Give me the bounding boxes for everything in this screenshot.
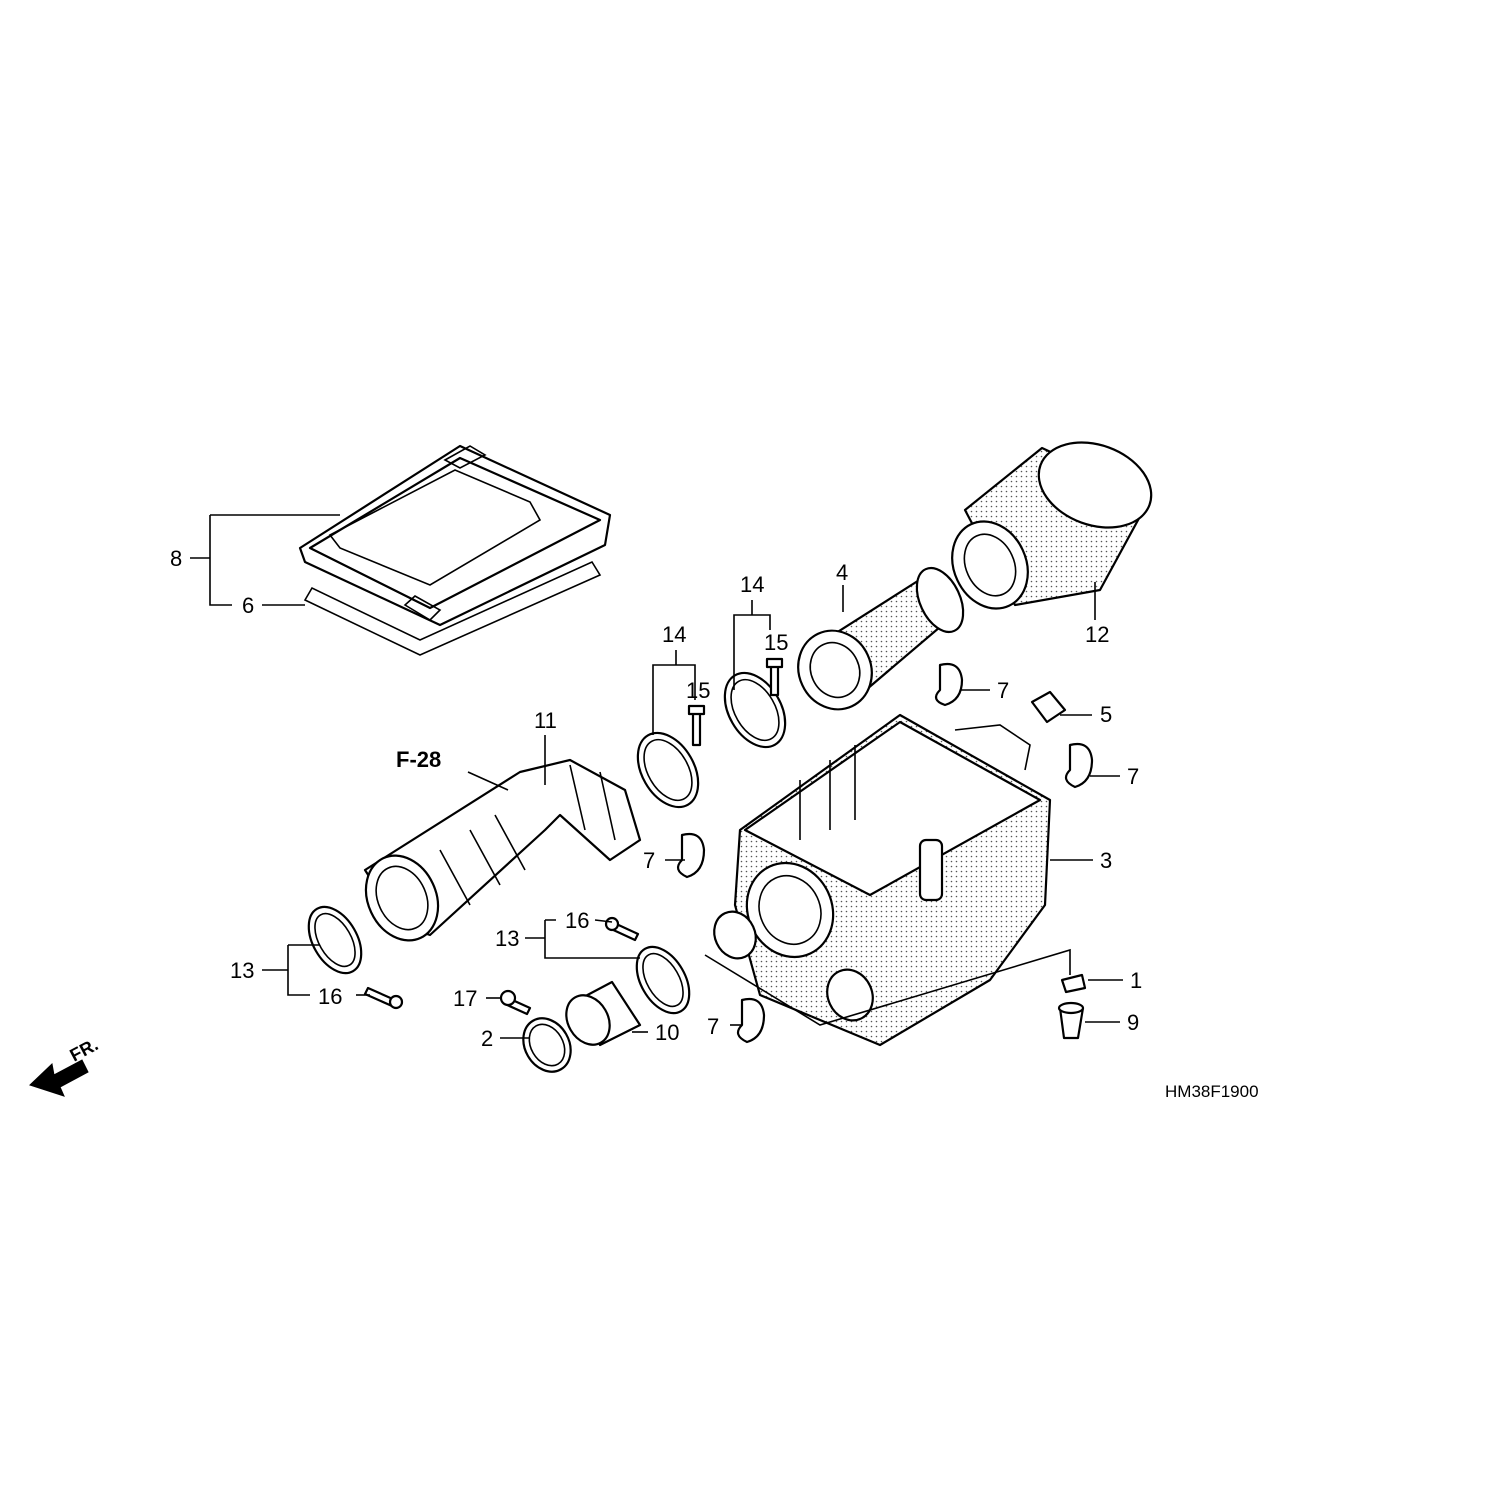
- band-clamp-14-left: [636, 731, 700, 809]
- air-cleaner-cover: [298, 444, 612, 656]
- callout-16-top: 16: [565, 908, 589, 933]
- callout-16-bottom: 16: [318, 984, 342, 1009]
- diagram-code: HM38F1900: [1165, 1082, 1259, 1101]
- clip-7-d: [736, 997, 766, 1044]
- nut-5: [1030, 690, 1067, 724]
- callout-2: 2: [481, 1026, 493, 1051]
- callout-14-left: 14: [662, 622, 686, 647]
- callout-5: 5: [1100, 702, 1112, 727]
- callout-13-center: 13: [495, 926, 519, 951]
- front-arrow: FR.: [29, 1034, 101, 1097]
- band-clamp-14-right: [723, 671, 787, 749]
- screw-16-bottom: [363, 986, 404, 1010]
- screw-17: [499, 989, 532, 1016]
- callout-7-b: 7: [1127, 764, 1139, 789]
- callout-11: 11: [534, 708, 557, 733]
- band-clamp-13-center: [635, 945, 691, 1015]
- screw-15-left: [687, 704, 706, 747]
- clip-7-c: [676, 832, 706, 879]
- callouts: 8 6 4 12 14 14 15 15 7 5 7 11 F-28 3 7 1…: [170, 546, 1259, 1101]
- front-arrow-icon: [29, 1059, 89, 1097]
- clip-7-b: [1064, 742, 1094, 789]
- cover-gasket: [303, 560, 602, 656]
- drain-cap-1: [1060, 973, 1087, 994]
- callout-1: 1: [1130, 968, 1142, 993]
- connecting-tube-10: [565, 980, 642, 1047]
- air-cleaner-case: [713, 713, 1052, 1047]
- callout-7-a: 7: [997, 678, 1009, 703]
- callout-14-right: 14: [740, 572, 764, 597]
- callout-4: 4: [836, 560, 848, 585]
- drain-plug-9: [1057, 1001, 1085, 1040]
- band-clamp-13-left: [307, 905, 363, 975]
- callout-8: 8: [170, 546, 182, 571]
- screw-15-right: [765, 657, 784, 697]
- band-clamp-2: [522, 1017, 572, 1073]
- callout-13-left: 13: [230, 958, 254, 983]
- callout-17: 17: [453, 986, 477, 1011]
- callout-7-d: 7: [707, 1014, 719, 1039]
- callout-15-left: 15: [686, 678, 710, 703]
- callout-12: 12: [1085, 622, 1109, 647]
- callout-7-c: 7: [643, 848, 655, 873]
- filter-element-outer: [951, 441, 1153, 610]
- reference-f28: F-28: [396, 747, 441, 772]
- clip-7-a: [934, 662, 964, 707]
- callout-3: 3: [1100, 848, 1112, 873]
- callout-9: 9: [1127, 1010, 1139, 1035]
- callout-15-right: 15: [764, 630, 788, 655]
- callout-6: 6: [242, 593, 254, 618]
- front-label: FR.: [66, 1034, 101, 1065]
- air-intake-duct: [363, 758, 642, 942]
- filter-element-inner: [797, 566, 965, 711]
- callout-10: 10: [655, 1020, 679, 1045]
- leader-lines: [190, 514, 1123, 1039]
